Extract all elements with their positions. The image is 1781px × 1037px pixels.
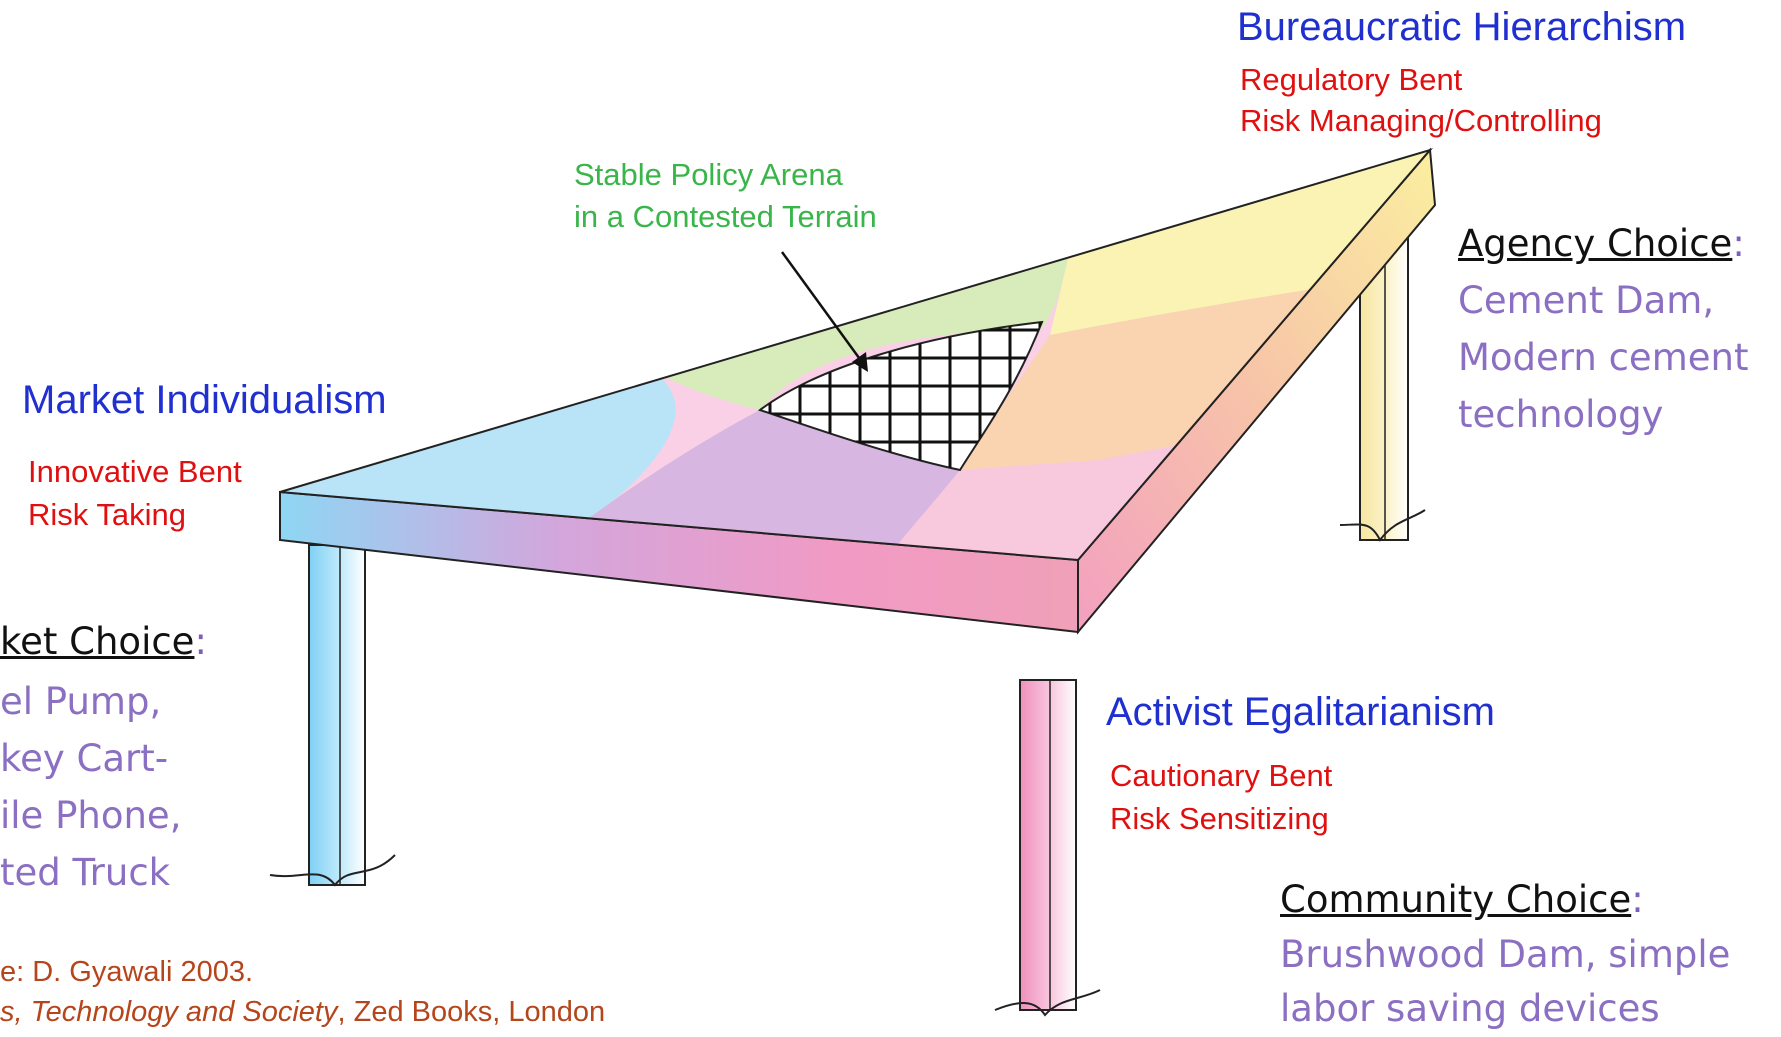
agency-choice-line-2: Modern cement — [1458, 336, 1749, 379]
market-choice-line-3: ile Phone, — [0, 794, 182, 837]
community-choice-head-text: Community Choice — [1280, 878, 1632, 921]
source-line-1: e: D. Gyawali 2003. — [0, 956, 254, 988]
source-line-2: s, Technology and Society, Zed Books, Lo… — [0, 993, 605, 1031]
table-leg-market — [269, 544, 396, 887]
activist-title: Activist Egalitarianism — [1106, 690, 1496, 734]
market-risk: Risk Taking — [28, 497, 186, 532]
agency-choice-head-text: Agency Choice — [1458, 222, 1733, 265]
bureaucratic-risk: Risk Managing/Controlling — [1240, 103, 1602, 138]
agency-choice-heading: Agency Choice: — [1458, 222, 1745, 265]
market-choice-head-text: ket Choice — [0, 620, 195, 663]
bureaucratic-bent: Regulatory Bent — [1240, 62, 1463, 97]
community-choice-line-2: labor saving devices — [1280, 987, 1660, 1030]
activist-bent: Cautionary Bent — [1110, 758, 1333, 793]
market-bent: Innovative Bent — [28, 454, 242, 489]
arena-label-line1: Stable Policy Arena — [574, 157, 843, 192]
activist-risk: Risk Sensitizing — [1110, 801, 1329, 836]
agency-choice-line-3: technology — [1458, 393, 1664, 436]
market-choice-heading: ket Choice: — [0, 620, 207, 663]
arena-pointer-arrow — [780, 251, 868, 372]
arena-label-line2: in a Contested Terrain — [574, 199, 877, 234]
market-title: Market Individualism — [22, 378, 387, 422]
table-leg-activist — [994, 679, 1101, 1017]
community-choice-heading: Community Choice: — [1280, 878, 1644, 921]
community-choice-line-1: Brushwood Dam, simple — [1280, 933, 1731, 976]
market-choice-line-2: key Cart- — [0, 737, 169, 780]
market-choice-line-1: el Pump, — [0, 680, 162, 723]
source-title-italic: s, Technology and Society — [0, 996, 338, 1028]
source-publisher: , Zed Books, London — [337, 996, 606, 1028]
bureaucratic-title: Bureaucratic Hierarchism — [1237, 5, 1687, 49]
market-choice-line-4: ted Truck — [0, 851, 171, 894]
agency-choice-line-1: Cement Dam, — [1458, 279, 1715, 322]
